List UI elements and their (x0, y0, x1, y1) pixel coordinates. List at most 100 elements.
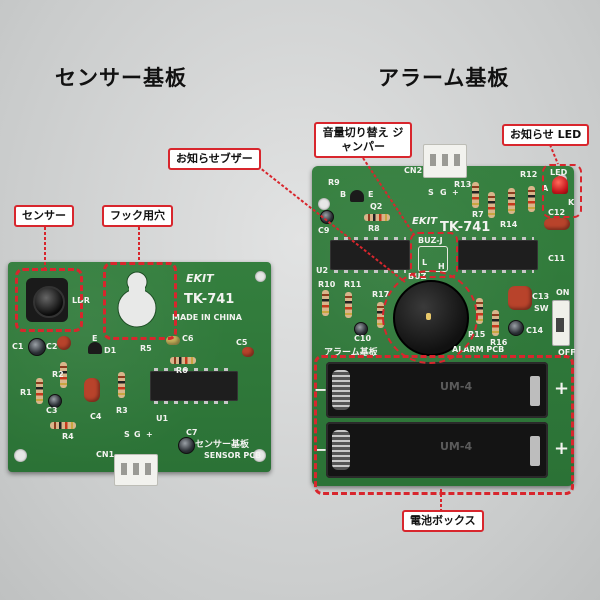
ref-plus-alarm: + (452, 188, 459, 197)
ref-r8: R8 (368, 224, 380, 233)
ref-l: L (422, 258, 428, 267)
ref-g: G (134, 430, 141, 439)
ref-cn2: CN2 (404, 166, 423, 175)
alarm-cap-c10 (354, 322, 368, 336)
alarm-board-name-jp: アラーム基板 (324, 348, 378, 358)
alarm-resistor-r13 (472, 182, 479, 208)
sensor-resistor-r6 (170, 357, 196, 364)
sensor-mount-hole (253, 449, 266, 462)
ref-c1: C1 (12, 342, 24, 351)
sensor-board-heading: センサー基板 (55, 66, 187, 90)
battery-cell-bottom (326, 422, 548, 478)
ldr-lens (33, 286, 65, 318)
ref-c11: C11 (548, 254, 566, 263)
ref-r9: R9 (328, 178, 340, 187)
sensor-made-in-label: MADE IN CHINA (172, 313, 242, 322)
alarm-ic-right (458, 237, 538, 273)
alarm-transistor-q2 (350, 190, 364, 202)
ref-r7: R7 (472, 210, 484, 219)
alarm-logo: EKIT (412, 216, 438, 227)
alarm-board-name-en: ALARM PCB (452, 345, 505, 354)
ref-r14: R14 (500, 220, 518, 229)
callout-volume-jumper: 音量切り替え ジャンパー (314, 122, 412, 158)
ref-off: OFF (558, 348, 576, 357)
alarm-board-heading: アラーム基板 (378, 66, 510, 90)
sensor-resistor-r1 (36, 378, 43, 404)
ref-r15: R15 (468, 330, 486, 339)
ref-c6: C6 (182, 334, 194, 343)
ref-c2: C2 (46, 342, 58, 351)
battery-highlight-box (314, 355, 574, 495)
battery-plus-top: + (554, 378, 570, 399)
sensor-model-label: TK-741 (184, 292, 235, 307)
ref-k: K (568, 198, 575, 207)
ref-r6: R6 (176, 366, 188, 375)
callout-sensor: センサー (14, 205, 74, 227)
alarm-resistor-r11 (345, 292, 352, 318)
sensor-logo: EKIT (186, 272, 214, 285)
ref-r5: R5 (140, 344, 152, 353)
sensor-ic-u1 (150, 368, 238, 404)
ref-s: S (124, 430, 130, 439)
alarm-cap-c14 (508, 320, 524, 336)
ref-plus: + (146, 430, 153, 439)
callout-hook-hole: フック用穴 (102, 205, 173, 227)
callout-notify-buzzer: お知らせブザー (168, 148, 261, 170)
ref-u2: U2 (316, 266, 329, 275)
ref-c12: C12 (548, 208, 566, 217)
alarm-ic-u2 (330, 237, 410, 273)
ref-sw: SW (534, 304, 549, 313)
callout-battery-box: 電池ボックス (402, 510, 484, 532)
sensor-transistor (88, 342, 102, 354)
sensor-mount-hole (255, 271, 266, 282)
ref-c14: C14 (526, 326, 544, 335)
ref-r16: R16 (490, 338, 508, 347)
ref-r17: R17 (372, 290, 390, 299)
ref-s-alarm: S (428, 188, 434, 197)
sensor-cap-c1 (28, 338, 46, 356)
alarm-mount-hole (318, 198, 330, 210)
alarm-resistor-r16 (492, 310, 499, 336)
ref-r4: R4 (62, 432, 74, 441)
ref-r12: R12 (520, 170, 538, 179)
alarm-cap-c13 (508, 286, 532, 310)
sensor-cap-c7 (178, 437, 195, 454)
sensor-cap-c5 (242, 347, 254, 357)
alarm-led (552, 176, 568, 194)
battery-spring-bottom (332, 430, 350, 470)
battery-terminal-bottom (530, 436, 540, 466)
ref-led: LED (550, 168, 568, 177)
ref-c7: C7 (186, 428, 198, 437)
alarm-cap-c9 (320, 210, 334, 224)
sensor-connector-cn1 (114, 454, 158, 486)
alarm-resistor-r17 (377, 302, 384, 328)
ref-g-alarm: G (440, 188, 447, 197)
led-highlight-box (542, 164, 582, 218)
sensor-cap-c3 (48, 394, 62, 408)
sensor-resistor-r4 (50, 422, 76, 429)
ref-c10: C10 (354, 334, 372, 343)
alarm-resistor-r12 (528, 186, 535, 212)
alarm-resistor-r7 (488, 192, 495, 218)
ref-d1: D1 (104, 346, 117, 355)
ref-e: E (92, 334, 98, 343)
ref-u1: U1 (156, 414, 169, 423)
sensor-board-name-jp: センサー基板 (195, 440, 250, 450)
ref-h: H (438, 262, 445, 271)
callout-notify-led: お知らせ LED (502, 124, 590, 146)
sensor-mount-hole (14, 449, 27, 462)
ref-r1: R1 (20, 388, 32, 397)
ref-r3: R3 (116, 406, 128, 415)
ref-q2: Q2 (370, 202, 383, 211)
ref-c4: C4 (90, 412, 102, 421)
ref-r11: R11 (344, 280, 362, 289)
ref-b: B (340, 190, 347, 199)
alarm-connector-cn2 (423, 144, 467, 178)
sensor-resistor-r3 (118, 372, 125, 398)
alarm-resistor-r10 (322, 290, 329, 316)
alarm-model-label: TK-741 (440, 220, 491, 235)
ref-e-alarm: E (368, 190, 374, 199)
alarm-resistor-r14 (508, 188, 515, 214)
sensor-resistor-r2 (60, 362, 67, 388)
